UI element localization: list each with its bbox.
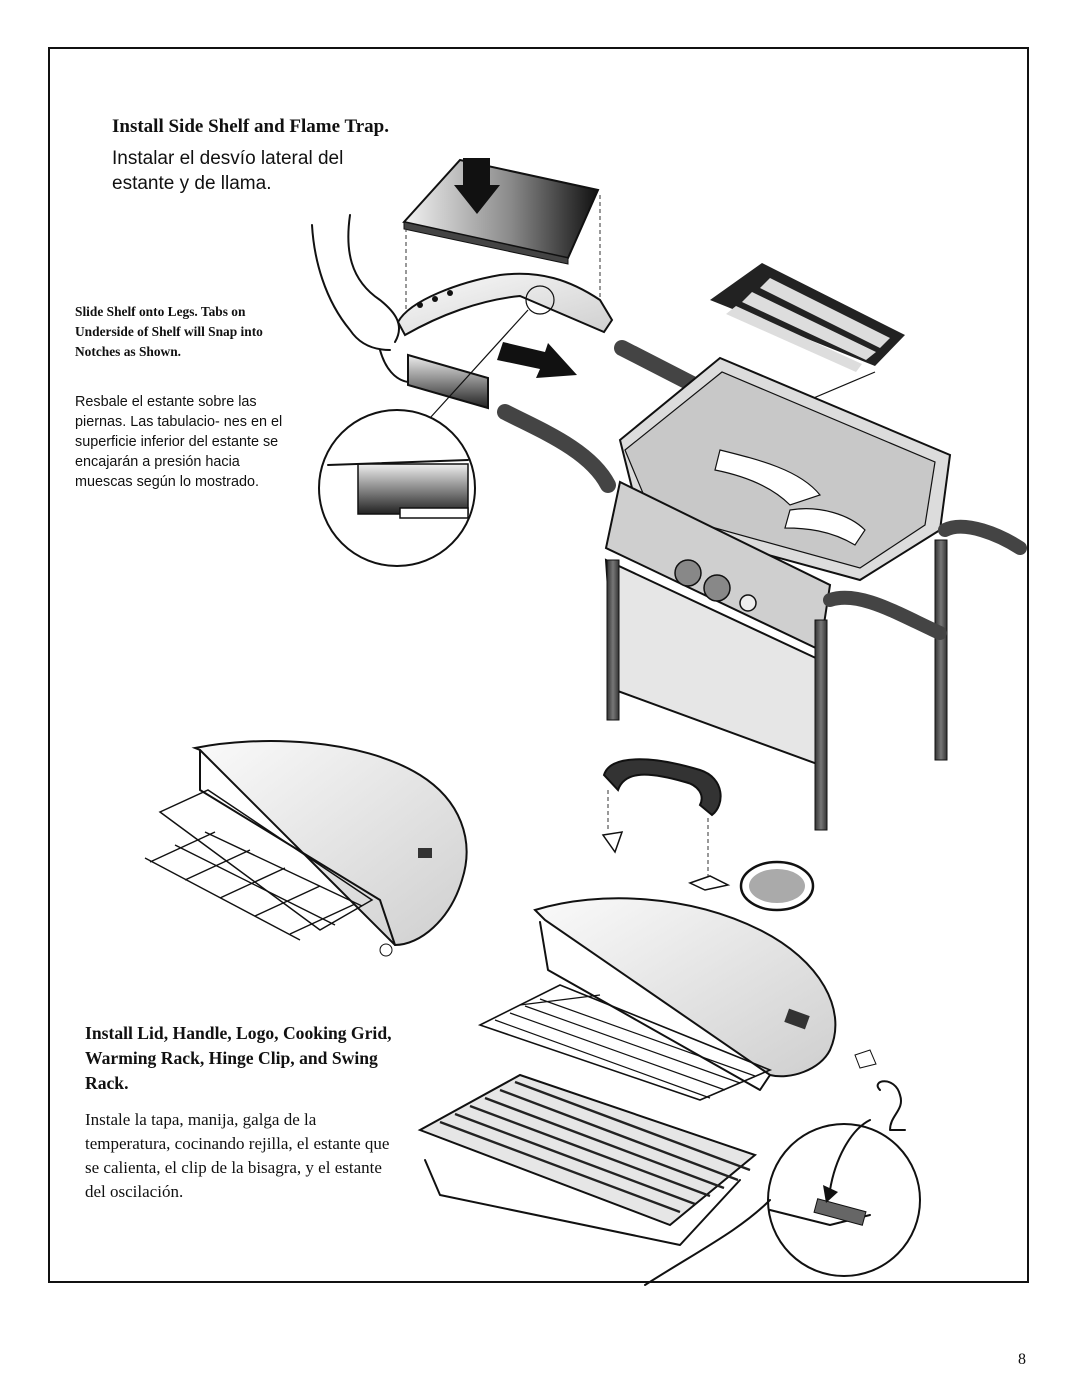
right-arrow-icon: [497, 342, 577, 378]
section-title-lid: Install Lid, Handle, Logo, Cooking Grid,…: [85, 1023, 392, 1093]
shelf-instruction-es: Resbale el estante sobre las piernas. La…: [75, 394, 283, 490]
lid-handle: [602, 758, 722, 880]
shelf-leg-bracket: [396, 272, 614, 337]
cooking-grid: [417, 1073, 758, 1246]
shelf-instruction-en: Slide Shelf onto Legs. Tabs on Underside…: [75, 304, 263, 359]
section-subtitle-lid-es: Instale la tapa, manija, galga de la tem…: [85, 1110, 390, 1201]
grill-body: [497, 340, 1027, 831]
page-border: [48, 47, 1029, 1283]
handle-spacer: [601, 831, 731, 891]
grill-lid-assembly: [533, 897, 877, 1091]
section-title-side-shelf: Install Side Shelf and Flame Trap.: [112, 116, 389, 137]
flame-trap-grate: [710, 263, 905, 372]
temperature-gauge: [739, 860, 815, 912]
detail-magnifier: [318, 285, 555, 567]
lid-with-swing-rack: [144, 740, 468, 957]
side-shelf-panel: [402, 158, 600, 265]
section-subtitle-side-shelf-es: Instalar el desvío lateral del estante y…: [112, 148, 344, 194]
hand: [311, 214, 409, 383]
hinge-detail-magnifier: [767, 1080, 921, 1277]
flame-trap-piece: [407, 353, 489, 410]
page-number: 8: [1018, 1351, 1026, 1368]
down-arrow-icon: [454, 158, 500, 214]
warming-rack: [477, 984, 773, 1101]
